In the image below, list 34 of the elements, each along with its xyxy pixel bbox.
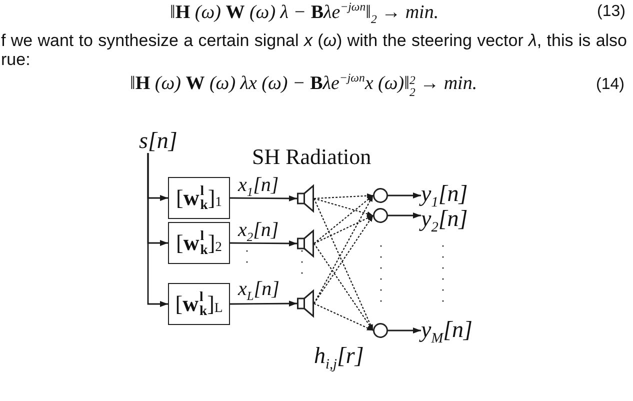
equation-number: (14) (596, 75, 624, 94)
dotted-arrow (314, 215, 374, 304)
arrow (388, 328, 421, 334)
arrow (230, 300, 297, 307)
dotted-arrow (314, 195, 374, 244)
microphone-icon (373, 188, 388, 203)
loudspeaker-icon (297, 230, 314, 257)
arrow (388, 212, 421, 218)
diagram-title: SH Radiation (252, 145, 372, 169)
arrow (388, 192, 421, 198)
equation-number: (13) (597, 2, 626, 21)
arrow (147, 153, 168, 307)
dotted-arrow (314, 198, 374, 216)
input-signal-label: s[n] (139, 129, 178, 153)
microphone-icon (373, 323, 388, 338)
loudspeaker-icon (297, 290, 314, 317)
dotted-arrow (314, 198, 374, 331)
dotted-arrow (314, 215, 374, 244)
edge-label: x$_{1}$[n] (238, 175, 279, 195)
microphone-icon (373, 208, 388, 223)
edge-label: x$_{2}$[n] (238, 220, 279, 240)
output-signal-label: y$_{M}$[n] (421, 318, 472, 342)
dotted-arrow (314, 193, 374, 200)
paragraph: f we want to synthesize a certain signal x (ω) with the steering vector λ, this is also rue: (1, 31, 627, 69)
arrow (230, 240, 297, 246)
output-signal-label: y$_{2}$[n] (421, 207, 468, 231)
dotted-arrow (314, 303, 374, 331)
arrow (230, 195, 297, 202)
equation: ‖H (ω) W (ω) λ − Bλe$^{−jωn}$‖$_{2}$ → min. (170, 1, 439, 25)
equation: ‖H (ω) W (ω) λx (ω) − Bλe$^{−jωn}$x (ω)‖$^{2}$$_{2}$ → min. (130, 72, 478, 99)
edge-label: x$_{L}$[n] (238, 279, 280, 299)
output-signal-label: y$_{1}$[n] (421, 182, 468, 206)
dotted-arrow (314, 243, 374, 331)
loudspeaker-icon (297, 185, 314, 212)
